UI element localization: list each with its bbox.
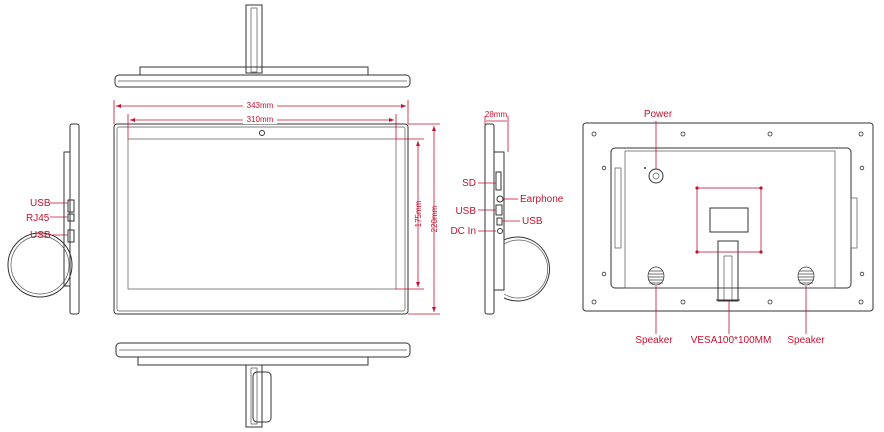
front-view: 343mm 310mm 175mm 220mm bbox=[113, 100, 440, 315]
dim-width-outer: 343mm bbox=[247, 101, 274, 110]
right-port-label-earphone: Earphone bbox=[520, 194, 564, 205]
back-label-plate bbox=[709, 207, 749, 233]
right-port-label-usb-right: USB bbox=[522, 216, 543, 227]
right-usb-port-1 bbox=[495, 204, 503, 216]
top-bracket bbox=[139, 66, 369, 76]
left-side-view: USB RJ45 USB bbox=[7, 123, 80, 315]
bottom-view bbox=[115, 342, 411, 428]
front-bezel bbox=[113, 123, 409, 315]
back-label-speaker-left: Speaker bbox=[635, 335, 673, 346]
front-screen bbox=[127, 138, 397, 290]
speaker-right-grille bbox=[797, 266, 815, 286]
right-stand-ring bbox=[503, 236, 551, 302]
camera-icon bbox=[259, 130, 265, 136]
back-panel bbox=[582, 122, 874, 312]
sd-slot bbox=[495, 171, 502, 191]
back-cover bbox=[610, 147, 852, 289]
right-port-label-usb-left: USB bbox=[455, 206, 476, 217]
dim-height-screen: 175mm bbox=[414, 200, 423, 227]
stand-pole-bottom bbox=[245, 364, 263, 428]
right-port-label-dc-in: DC In bbox=[450, 226, 476, 237]
dim-width-screen: 310mm bbox=[247, 115, 274, 124]
earphone-jack bbox=[496, 195, 504, 203]
right-port-label-sd: SD bbox=[462, 178, 476, 189]
left-rj45-port bbox=[67, 213, 75, 222]
right-side-view: 28mm SD USB DC In Earphone USB bbox=[450, 110, 564, 315]
back-label-power: Power bbox=[644, 109, 673, 120]
screw-holes bbox=[591, 131, 865, 305]
left-stand-ring bbox=[7, 232, 73, 298]
left-port-label-usb-2: USB bbox=[30, 230, 51, 241]
left-port-label-usb-1: USB bbox=[30, 198, 51, 209]
stand-pole-top bbox=[245, 4, 263, 74]
left-side-body bbox=[69, 123, 80, 315]
back-view: Power Speaker VESA100*100MM S bbox=[582, 109, 874, 346]
power-button-icon bbox=[648, 168, 664, 184]
back-label-vesa: VESA100*100MM bbox=[691, 335, 772, 346]
dc-in-port bbox=[497, 228, 503, 234]
top-edge bbox=[114, 74, 411, 88]
right-side-body bbox=[484, 123, 495, 315]
dim-depth: 28mm bbox=[485, 110, 508, 119]
left-port-label-rj45: RJ45 bbox=[26, 213, 50, 224]
right-usb-port-2 bbox=[496, 217, 503, 226]
back-label-speaker-right: Speaker bbox=[787, 335, 825, 346]
left-usb-port-1 bbox=[67, 199, 75, 213]
vesa-mount-area bbox=[696, 187, 762, 253]
speaker-left-grille bbox=[647, 266, 665, 286]
left-usb-port-2 bbox=[67, 229, 75, 243]
dim-height-outer: 220mm bbox=[430, 205, 439, 232]
back-stand bbox=[717, 240, 739, 302]
top-view bbox=[114, 4, 411, 88]
